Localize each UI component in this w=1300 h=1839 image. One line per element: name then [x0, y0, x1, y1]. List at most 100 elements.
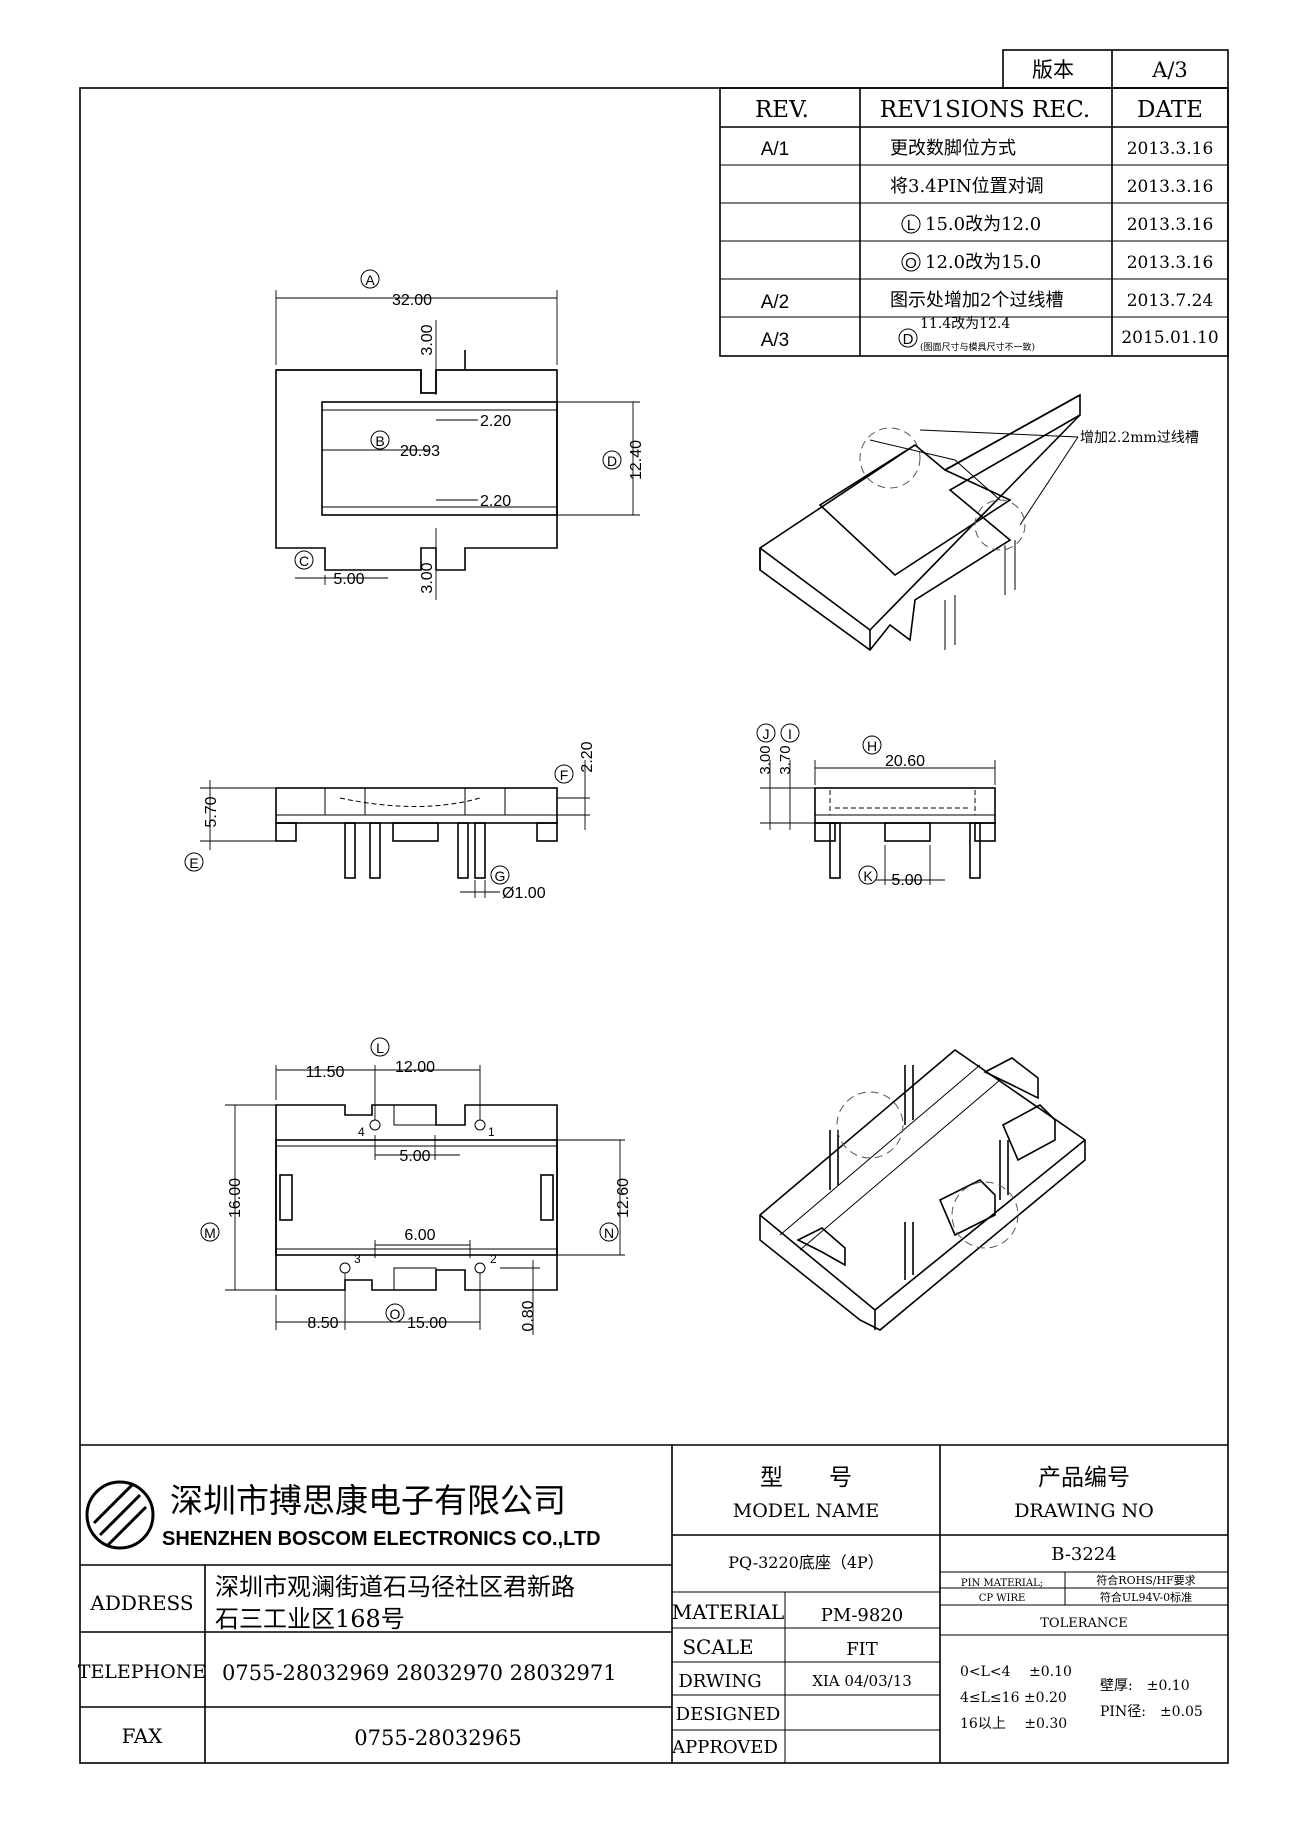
dim-bottom-height: 16.00 — [227, 1178, 244, 1218]
marker-o: O — [390, 1306, 401, 1322]
telephone-label: TELEPHONE — [78, 1661, 206, 1683]
pin-label: 3 — [354, 1252, 361, 1266]
model-value: PQ-3220底座（4P） — [728, 1553, 884, 1572]
scale-label: SCALE — [682, 1635, 753, 1659]
dim-bottom-left: 11.50 — [306, 1064, 345, 1081]
rev-row-text: 15.0改为12.0 — [925, 214, 1041, 235]
marker-g: G — [495, 868, 506, 884]
address-line1: 深圳市观澜街道石马径社区君新路 — [215, 1573, 575, 1601]
dim-bottom-mid-top: 5.00 — [399, 1148, 430, 1165]
sheet-frame — [79, 87, 1229, 1764]
address-label: ADDRESS — [89, 1591, 193, 1615]
rev-row-rev: A/3 — [761, 330, 790, 351]
rev-header-rec: REV1SIONS REC. — [880, 97, 1090, 123]
drawing-value: B-3224 — [1051, 1544, 1116, 1565]
rev-row-date: 2015.01.10 — [1121, 328, 1218, 348]
dim-end-width: 20.60 — [885, 753, 925, 770]
dim-end-i: 3.70 — [777, 745, 794, 774]
rev-header-date: DATE — [1137, 97, 1203, 123]
dim-height: 12.40 — [628, 440, 645, 480]
iso-note: 增加2.2mm过线槽 — [1080, 430, 1199, 446]
dim-bottom-pitch2: 15.00 — [407, 1315, 447, 1332]
drawing-cn: 产品编号 — [1038, 1465, 1130, 1491]
marker-f: F — [560, 767, 569, 783]
rev-header-rev: REV. — [755, 97, 809, 123]
title-block: 深圳市搏思康电子有限公司 SHENZHEN BOSCOM ELECTRONICS… — [78, 1444, 1228, 1763]
dim-bottom-edge: 0.80 — [520, 1300, 537, 1331]
model-en: MODEL NAME — [733, 1500, 879, 1522]
dim-bottom-inner: 12.60 — [615, 1178, 632, 1218]
side-view: 5.70 E 2.20 F Ø1.00 G — [184, 741, 596, 902]
dim-bottom-mid-bottom: 6.00 — [404, 1227, 435, 1244]
dim-notch-top: 3.00 — [419, 324, 436, 355]
dim-notch-bottom: 3.00 — [419, 562, 436, 593]
pin-dia-tolerance: PIN径: ±0.05 — [1100, 1704, 1203, 1720]
company-cn: 深圳市搏思康电子有限公司 — [170, 1481, 566, 1520]
material-value: PM-9820 — [821, 1605, 903, 1626]
dim-foot: 5.00 — [333, 571, 364, 588]
approved-label: APPROVED — [671, 1737, 778, 1758]
version-label: 版本 — [1032, 58, 1074, 82]
scale-value: FIT — [846, 1639, 878, 1660]
cp-wire-value: 符合UL94V-0标准 — [1100, 1590, 1192, 1604]
marker-b: B — [375, 433, 384, 449]
version-value: A/3 — [1151, 58, 1188, 82]
iso-view-bottom — [759, 1048, 1086, 1331]
rev-row-text: 更改数脚位方式 — [890, 138, 1016, 159]
rev-row-mark: O — [905, 255, 917, 272]
rev-row-note: (图面尺寸与模具尺寸不一致) — [920, 341, 1035, 353]
drawing-en: DRAWING NO — [1014, 1500, 1154, 1522]
model-cn: 型 号 — [760, 1465, 852, 1491]
dim-bottom-pitch: 12.00 — [395, 1059, 435, 1076]
marker-c: C — [299, 553, 309, 569]
marker-k: K — [863, 868, 873, 884]
bottom-view: 4 1 3 2 11.50 12.00 L 5.00 16.00 M 12.60… — [200, 1037, 632, 1335]
dim-width: 32.00 — [392, 292, 432, 309]
rev-row-text: 11.4改为12.4 — [920, 316, 1010, 332]
rev-row-rev: A/1 — [761, 139, 790, 160]
marker-l: L — [376, 1040, 384, 1056]
rev-row-date: 2013.3.16 — [1127, 215, 1214, 235]
drwing-label: DRWING — [678, 1671, 761, 1692]
dim-end-j: 3.00 — [757, 745, 774, 774]
tolerance-2: 4≤L≤16 ±0.20 — [960, 1690, 1067, 1706]
marker-j: J — [763, 726, 770, 742]
dim-side-height: 5.70 — [203, 796, 220, 827]
dim-slot-top: 2.20 — [480, 413, 511, 430]
rev-row-rev: A/2 — [761, 292, 790, 313]
wall-tolerance: 壁厚: ±0.10 — [1100, 1678, 1190, 1694]
version-box: 版本 A/3 — [1002, 49, 1229, 89]
end-view: 20.60 H 3.00 3.70 J I 5.00 K — [756, 723, 996, 889]
company-en: SHENZHEN BOSCOM ELECTRONICS CO.,LTD — [162, 1528, 601, 1550]
rev-row-text: 12.0改为15.0 — [925, 252, 1041, 273]
iso-view-top: 增加2.2mm过线槽 — [759, 393, 1199, 652]
pin-label: 1 — [488, 1125, 495, 1139]
fax-label: FAX — [122, 1724, 164, 1748]
tolerance-3: 16以上 ±0.30 — [960, 1716, 1067, 1732]
address-line2: 石三工业区168号 — [215, 1605, 405, 1633]
pin-material-label: PIN MATERIAL; — [961, 1578, 1043, 1589]
telephone-value: 0755-28032969 28032970 28032971 — [222, 1661, 617, 1685]
designed-label: DESIGNED — [676, 1704, 781, 1725]
rev-row-date: 2013.3.16 — [1127, 177, 1214, 197]
pin-label: 2 — [490, 1252, 497, 1266]
pin-label: 4 — [358, 1125, 365, 1139]
drwing-value: XIA 04/03/13 — [812, 1672, 912, 1690]
dim-side-pin: Ø1.00 — [502, 885, 546, 902]
rev-row-text: 将3.4PIN位置对调 — [890, 176, 1044, 197]
marker-n: N — [604, 1225, 614, 1241]
rev-row-date: 2013.3.16 — [1127, 253, 1214, 273]
dim-inner: 20.93 — [400, 443, 440, 460]
rev-row-mark: L — [907, 217, 915, 234]
cp-wire-label: CP WIRE — [979, 1593, 1026, 1604]
rev-row-date: 2013.3.16 — [1127, 139, 1214, 159]
rev-row-text: 图示处增加2个过线槽 — [890, 290, 1063, 311]
material-label: MATERIAL — [672, 1600, 784, 1624]
dim-side-slot: 2.20 — [579, 741, 596, 772]
marker-h: H — [867, 738, 877, 754]
company-logo-icon — [85, 1480, 155, 1550]
rev-row-date: 2013.7.24 — [1127, 291, 1214, 311]
marker-d: D — [607, 453, 617, 469]
rev-row-mark: D — [903, 331, 914, 348]
